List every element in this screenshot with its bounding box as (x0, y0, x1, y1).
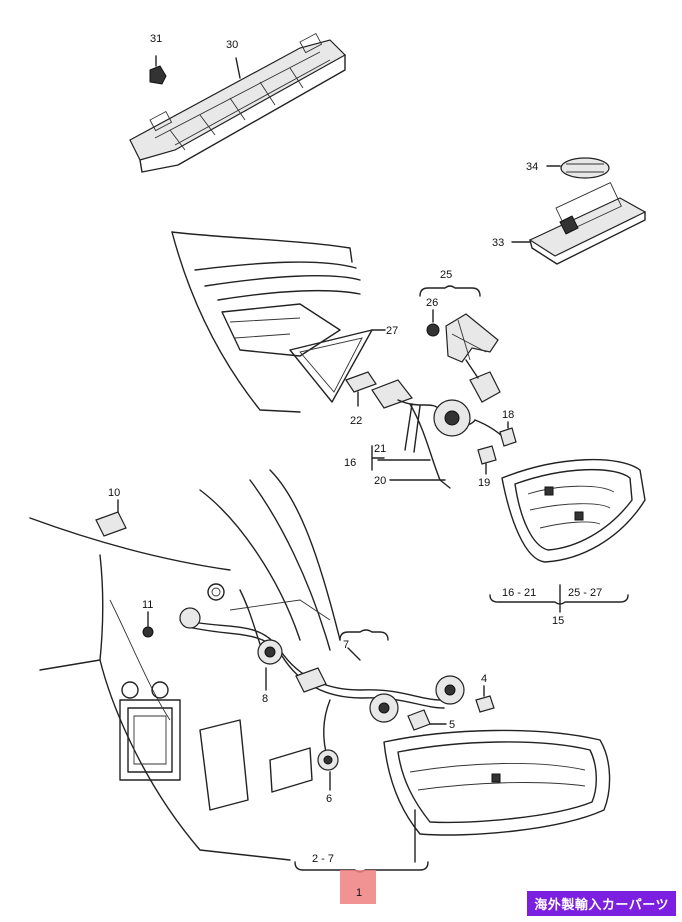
leader-30 (235, 57, 241, 79)
callout-18: 18 (502, 409, 514, 421)
callout-34: 34 (526, 161, 538, 173)
tail-light-1-part (383, 729, 611, 836)
callout-4: 4 (481, 673, 487, 685)
clip-11-part (142, 626, 154, 638)
screw-26-part (426, 323, 440, 337)
callout-6: 6 (326, 793, 332, 805)
callout-30: 30 (226, 39, 238, 51)
lower-wiring-harness (179, 589, 495, 771)
callout-19: 19 (478, 477, 490, 489)
callout-7: 7 (343, 639, 349, 651)
callout-15: 15 (552, 615, 564, 627)
callout-31: 31 (150, 33, 162, 45)
callout-26: 26 (426, 297, 438, 309)
callout-20: 20 (374, 475, 386, 487)
leader-7 (347, 647, 361, 661)
callout-labels: 31 30 34 33 25 26 27 22 18 16 21 20 19 1… (108, 33, 602, 899)
callout-11: 11 (142, 599, 153, 611)
bracket-16 (371, 445, 385, 471)
lower-body-panel (29, 469, 341, 861)
callout-27: 27 (386, 325, 398, 337)
bulb-19-part (477, 445, 497, 475)
bracket-2 (339, 629, 389, 641)
callout-33: 33 (492, 237, 504, 249)
bulb-socket-10-part (95, 499, 127, 537)
callout-16: 16 (344, 457, 356, 469)
callout-5: 5 (449, 719, 455, 731)
bulb-18-part (499, 421, 517, 447)
leader-20 (377, 459, 446, 481)
callout-21: 21 (374, 443, 386, 455)
callout-10: 10 (108, 487, 120, 499)
license-light-33-part (528, 182, 647, 265)
callout-16-21: 16 - 21 (502, 587, 536, 599)
part-1-highlight (340, 870, 376, 904)
callout-8: 8 (262, 693, 268, 705)
bulb-34-part (560, 157, 610, 179)
upper-body-panel (171, 231, 373, 413)
callout-22: 22 (350, 415, 362, 427)
callout-1: 1 (356, 887, 362, 899)
tail-light-15-part (501, 458, 646, 563)
callout-25: 25 (440, 269, 452, 281)
callout-2-7: 2 - 7 (312, 853, 334, 865)
shop-badge: 海外製輸入カーパーツ (527, 891, 676, 916)
connector-22-part (345, 371, 377, 407)
third-brake-light-part (129, 32, 346, 173)
bulb-holder-31-part (149, 55, 167, 85)
bulb-carrier-25-part (419, 285, 501, 403)
callout-25-27: 25 - 27 (568, 587, 602, 599)
upper-wiring-harness (371, 379, 505, 489)
